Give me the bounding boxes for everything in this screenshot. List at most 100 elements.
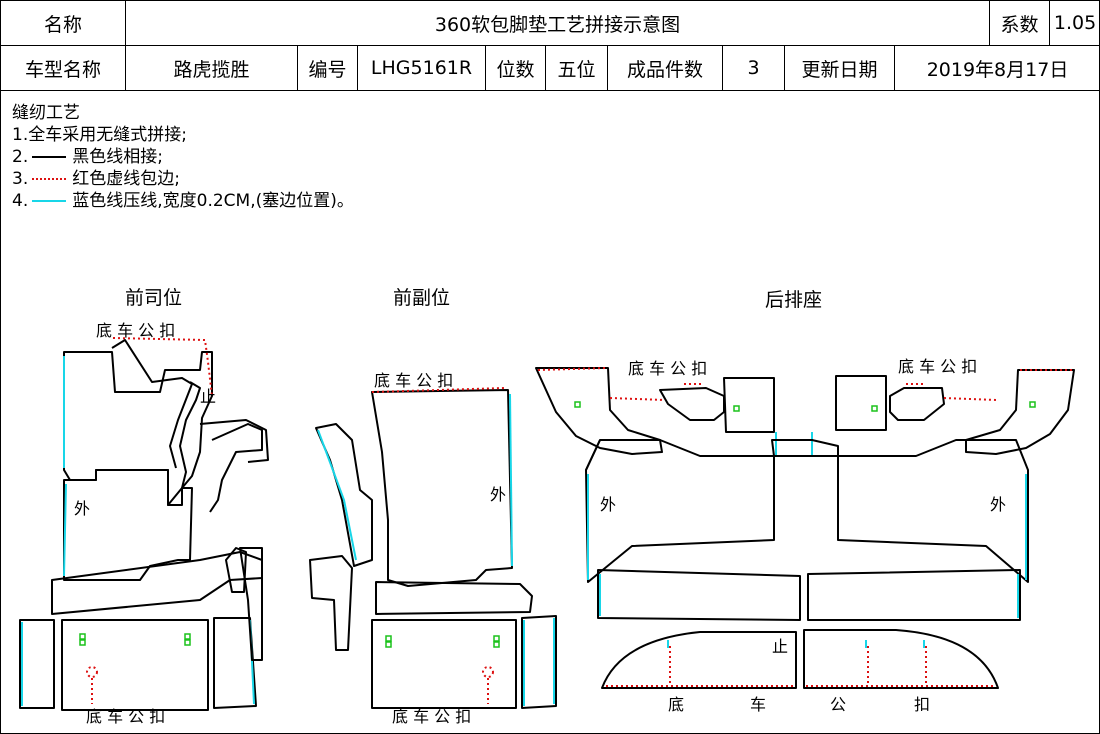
passenger-side-blue	[317, 429, 357, 561]
rear-clip-label-left: 底 车 公 扣	[628, 359, 707, 378]
date-label: 更新日期	[784, 45, 895, 91]
note-line-3: 3. 红色虚线包边;	[12, 168, 354, 190]
page-title: 360软包脚垫工艺拼接示意图	[124, 0, 991, 46]
driver-stop-label: 止	[200, 387, 216, 406]
passenger-right-panel	[521, 615, 557, 709]
rear-right-main	[837, 439, 1029, 583]
passenger-edge-blue	[509, 393, 513, 567]
passenger-mat: 底 车 公 扣 外 底 车 公 扣	[309, 371, 557, 726]
pieces-label: 成品件数	[607, 45, 723, 91]
notes-title: 缝纫工艺	[12, 103, 80, 123]
rear-left-hump-red	[609, 397, 665, 401]
driver-right-panel	[213, 617, 257, 709]
rear-bottom-strip-left	[597, 569, 801, 621]
driver-side-curve-outer	[199, 419, 269, 463]
rear-right-bolster	[965, 369, 1075, 455]
driver-left-panel	[19, 619, 55, 709]
code-value: LHG5161R	[357, 45, 486, 91]
passenger-right-blue	[523, 618, 555, 706]
section-title-rear: 后排座	[765, 289, 822, 311]
section-title-passenger: 前副位	[393, 287, 450, 309]
driver-mat: 底 车 公 扣 外 止 底 车 公 扣	[19, 321, 269, 726]
rear-clip-char-3: 公	[830, 695, 846, 714]
passenger-outside-label: 外	[490, 485, 506, 504]
rear-clip-label-right: 底 车 公 扣	[898, 357, 977, 376]
rear-left-bolster-red	[537, 367, 607, 371]
note-2-index: 2.	[12, 147, 29, 167]
rear-left-main	[585, 439, 775, 583]
driver-front-panel	[61, 619, 209, 711]
seats-value: 五位	[545, 45, 608, 91]
rear-clip-blue-marks	[667, 640, 925, 648]
sewing-notes: 缝纫工艺 1.全车采用无缝式拼接; 2.黑色线相接; 3.红色虚线包边; 4.蓝…	[12, 102, 354, 212]
driver-top-red	[112, 337, 213, 397]
driver-rail-tab	[225, 547, 247, 593]
header-table: 名称 360软包脚垫工艺拼接示意图 系数 1.05 车型名称 路虎揽胜 编号 L…	[0, 0, 1100, 91]
driver-edge-blue	[63, 356, 67, 577]
rear-front-panel-right	[803, 629, 999, 689]
passenger-bottom-strip	[375, 581, 533, 615]
seats-label: 位数	[485, 45, 546, 91]
black-line-swatch	[32, 156, 67, 158]
driver-rail	[239, 547, 263, 661]
rear-stop-label: 止	[772, 637, 788, 656]
rear-right-clip-marker	[1029, 401, 1036, 408]
rear-left-blue	[587, 432, 777, 580]
passenger-rail	[309, 555, 353, 651]
passenger-clip-marker-2	[385, 641, 392, 648]
driver-outside-label: 外	[74, 499, 90, 518]
driver-side-curve	[209, 423, 263, 513]
driver-tunnel-strip	[111, 339, 193, 469]
note-4-text: 蓝色线压线,宽度0.2CM,(塞边位置)。	[72, 191, 354, 211]
rear-left-tab-marker	[733, 405, 740, 412]
rear-left-outside-label: 外	[600, 495, 616, 514]
note-2-text: 黑色线相接;	[72, 147, 163, 167]
note-line-2: 2. 黑色线相接;	[12, 146, 354, 168]
rear-left-clip-marker	[574, 401, 581, 408]
coef-value: 1.05	[1049, 0, 1100, 46]
rear-mat: 底 车 公 扣 底 车 公 扣 外 外	[535, 357, 1075, 714]
rear-clip-char-4: 扣	[914, 695, 930, 714]
passenger-clip-label-bottom: 底 车 公 扣	[392, 707, 471, 726]
note-3-text: 红色虚线包边;	[72, 169, 180, 189]
driver-clip-marker-2	[79, 639, 86, 646]
section-title-driver: 前司位	[125, 287, 182, 309]
pieces-value: 3	[722, 45, 785, 91]
rear-clip-char-2: 车	[750, 695, 766, 714]
rear-bottom-strip-right	[807, 569, 1021, 621]
passenger-clip-marker-3	[493, 635, 500, 642]
note-3-index: 3.	[12, 169, 29, 189]
rear-right-hump-red	[943, 397, 997, 401]
rear-front-panel-left	[601, 631, 797, 689]
rear-right-hump	[889, 387, 945, 421]
code-label: 编号	[297, 45, 358, 91]
rear-right-blue	[811, 432, 1027, 580]
rear-clip-red-lines	[669, 646, 927, 684]
passenger-clip-marker-4	[493, 641, 500, 648]
passenger-clip-marker-1	[385, 635, 392, 642]
rear-center-connector	[771, 439, 839, 457]
driver-tunnel-inner	[179, 381, 201, 489]
rear-bottom-strip-blue	[599, 574, 1019, 618]
driver-clip-label-top: 底 车 公 扣	[96, 321, 175, 340]
note-line-4: 4. 蓝色线压线,宽度0.2CM,(塞边位置)。	[12, 190, 354, 212]
note-4-index: 4.	[12, 191, 29, 211]
passenger-top-red	[371, 387, 506, 393]
passenger-clip-circle	[482, 666, 494, 678]
name-label: 名称	[0, 0, 126, 46]
rear-right-tab-marker	[871, 405, 878, 412]
driver-clip-circle	[86, 666, 98, 678]
rear-left-main-edge	[585, 439, 601, 471]
rear-left-bolster	[535, 367, 663, 455]
driver-clip-marker-1	[79, 633, 86, 640]
driver-clip-marker-4	[184, 639, 191, 646]
red-dotted-swatch	[32, 178, 67, 180]
passenger-front-panel	[371, 619, 517, 709]
driver-center-piece	[63, 469, 193, 581]
blue-line-swatch	[32, 200, 67, 202]
rear-clip-char-1: 底	[668, 695, 684, 714]
driver-clip-label-bottom: 底 车 公 扣	[86, 707, 165, 726]
rear-right-tab	[835, 375, 887, 431]
